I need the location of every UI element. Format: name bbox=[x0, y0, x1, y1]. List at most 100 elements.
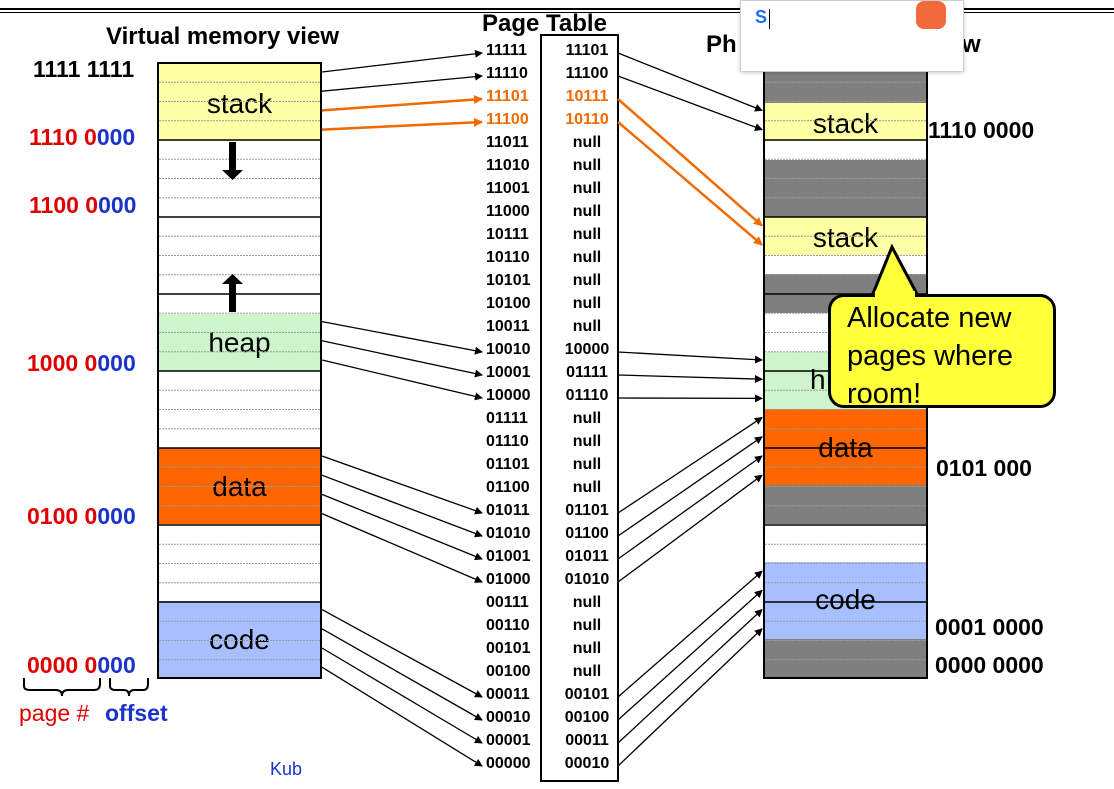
virtual-page-number: 11010 bbox=[486, 157, 530, 174]
physical-page-number: 00011 bbox=[565, 732, 609, 749]
virtual-page-number: 01000 bbox=[486, 571, 531, 588]
mapping-arrow bbox=[617, 52, 763, 112]
heap-growth-arrowhead bbox=[222, 274, 243, 284]
footer-text: Kub bbox=[270, 759, 303, 779]
virtual-page-number: 00111 bbox=[486, 594, 529, 611]
physical-page-number: null bbox=[572, 456, 602, 473]
mapping-arrow bbox=[617, 374, 763, 383]
text-cursor bbox=[769, 9, 770, 29]
highlighted-mapping-arrow bbox=[617, 98, 763, 227]
virtual-page-number: 00011 bbox=[486, 686, 530, 703]
virtual-page-number: 10101 bbox=[486, 272, 531, 289]
virtual-address-1110: 1110 0000 bbox=[29, 124, 136, 150]
physical-page-number: 00100 bbox=[564, 709, 610, 726]
callout-line-2: pages where bbox=[847, 340, 1014, 372]
physical-address-1110: 1110 0000 bbox=[928, 117, 1035, 143]
physical-page-number: 01111 bbox=[566, 364, 608, 381]
virtual-address-1100: 1100 0000 bbox=[29, 192, 137, 218]
virtual-page-number: 01011 bbox=[486, 502, 530, 519]
virtual-stack-region bbox=[159, 64, 320, 141]
physical-page-number: null bbox=[572, 410, 602, 427]
physical-page-number: null bbox=[572, 318, 602, 335]
physical-stack-region bbox=[765, 103, 926, 141]
physical-page-number: 01100 bbox=[565, 525, 609, 542]
physical-page-number: 11100 bbox=[565, 65, 609, 82]
virtual-data-label: data bbox=[212, 471, 267, 502]
physical-page-number: null bbox=[572, 663, 602, 680]
virtual-page-number: 01001 bbox=[486, 548, 531, 565]
virtual-memory-title: Virtual memory view bbox=[106, 23, 339, 50]
physical-address-0101: 0101 000 bbox=[936, 455, 1032, 481]
footer-cover bbox=[302, 755, 332, 785]
virtual-page-number: 10111 bbox=[486, 226, 529, 243]
physical-page-number: null bbox=[572, 272, 602, 289]
mapping-arrow bbox=[617, 628, 763, 767]
physical-page-number: null bbox=[572, 226, 602, 243]
virtual-page-number: 01010 bbox=[486, 525, 531, 542]
mapping-arrow bbox=[617, 474, 763, 583]
virtual-page-number: 00000 bbox=[486, 755, 531, 772]
virtual-heap-label: heap bbox=[208, 327, 271, 358]
mapping-arrow bbox=[321, 628, 483, 721]
callout-line-1: Allocate new bbox=[847, 302, 1012, 334]
physical-memory-title-right: w bbox=[962, 31, 981, 58]
highlighted-mapping-arrow bbox=[321, 95, 483, 112]
virtual-page-number: 00110 bbox=[486, 617, 530, 634]
stack-growth-arrow bbox=[229, 142, 236, 170]
callout-pointer bbox=[870, 243, 920, 297]
physical-code-label: code bbox=[815, 584, 876, 615]
virtual-page-number: 11110 bbox=[486, 65, 528, 82]
mapping-arrow bbox=[617, 455, 763, 560]
physical-page-number: 10000 bbox=[564, 341, 610, 358]
mapping-arrow bbox=[321, 647, 483, 744]
virtual-page-number: 00001 bbox=[486, 732, 531, 749]
virtual-page-number: 00010 bbox=[486, 709, 531, 726]
physical-page-number: null bbox=[572, 433, 602, 450]
mapping-arrow bbox=[321, 72, 483, 92]
page-number-legend: page # bbox=[19, 700, 90, 726]
ime-logo-icon[interactable] bbox=[916, 1, 946, 29]
ime-toolbar[interactable]: S bbox=[740, 0, 964, 72]
page-table-title: Page Table bbox=[482, 10, 607, 37]
virtual-heap-region bbox=[159, 314, 320, 371]
mapping-arrow bbox=[321, 359, 483, 401]
physical-code-region bbox=[765, 562, 926, 639]
virtual-page-number: 11111 bbox=[486, 42, 527, 59]
virtual-page-number: 10010 bbox=[486, 341, 531, 358]
mapping-arrow bbox=[321, 493, 483, 561]
virtual-page-number: 11101 bbox=[486, 88, 529, 105]
virtual-page-number: 00101 bbox=[486, 640, 531, 657]
page-table-ppn-column bbox=[540, 34, 619, 782]
virtual-page-number: 11100 bbox=[486, 111, 529, 128]
physical-page-number: 00101 bbox=[564, 686, 610, 703]
mapping-arrow bbox=[617, 570, 763, 698]
virtual-page-number: 11011 bbox=[486, 134, 529, 151]
virtual-page-number: 11001 bbox=[486, 180, 530, 197]
physical-page-number: 11101 bbox=[565, 42, 609, 59]
virtual-code-region bbox=[159, 601, 320, 677]
top-rule-thin bbox=[0, 12, 1114, 13]
physical-stack-new-region bbox=[765, 217, 926, 255]
highlighted-mapping-arrow bbox=[321, 117, 483, 131]
virtual-code-label: code bbox=[209, 624, 270, 655]
physical-page-number: 01010 bbox=[564, 571, 610, 588]
physical-page-number: 10110 bbox=[565, 111, 609, 128]
physical-page-number: null bbox=[572, 617, 602, 634]
physical-page-number: 01101 bbox=[565, 502, 609, 519]
virtual-page-number: 11000 bbox=[486, 203, 530, 220]
allocate-callout: Allocate new pages where room! bbox=[828, 294, 1056, 410]
physical-data-region bbox=[765, 409, 926, 485]
virtual-address-top: 1111 1111 bbox=[33, 56, 135, 82]
physical-page-number: null bbox=[572, 295, 602, 312]
mapping-arrow bbox=[617, 351, 763, 364]
physical-page-number: null bbox=[572, 249, 602, 266]
virtual-page-number: 10000 bbox=[486, 387, 531, 404]
callout-pointer-join bbox=[875, 291, 915, 298]
ime-letter: S bbox=[755, 7, 768, 27]
physical-used-region bbox=[765, 639, 926, 677]
physical-used-region bbox=[765, 160, 926, 217]
physical-address-0000: 0000 0000 bbox=[935, 652, 1044, 678]
mapping-arrow bbox=[617, 417, 763, 514]
mapping-arrow bbox=[321, 666, 483, 767]
